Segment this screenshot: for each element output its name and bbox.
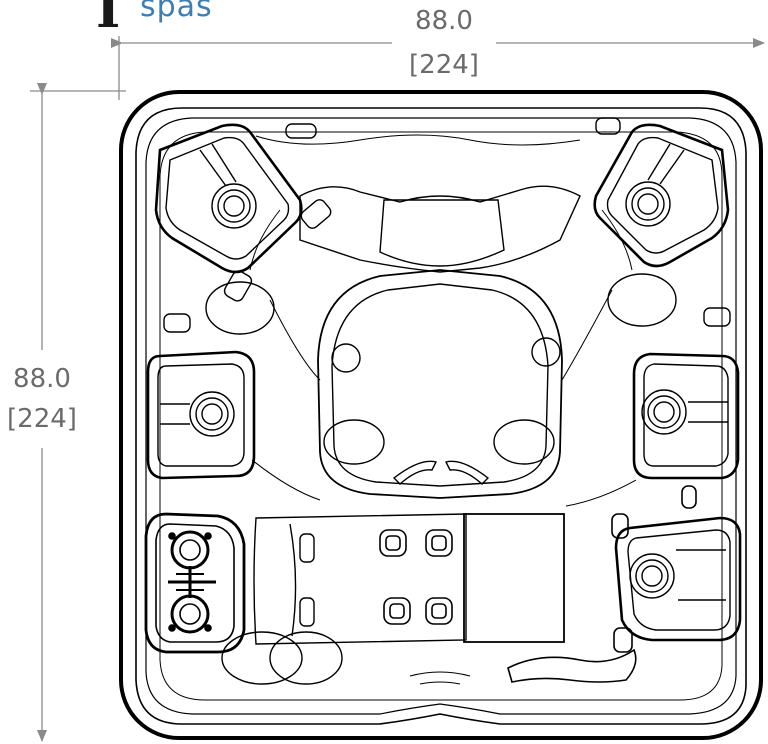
height-dimension-line (30, 83, 126, 742)
spa-outline (119, 90, 763, 740)
seat-top-right (593, 123, 730, 268)
width-dimension-metric: [224] (409, 50, 479, 80)
width-dimension-line (111, 36, 765, 100)
foot-jets (379, 529, 453, 625)
brand-logo-text: spas (140, 0, 213, 24)
seat-right (632, 352, 740, 480)
center-seat (299, 185, 581, 499)
height-dimension-value: 88.0 (13, 364, 71, 394)
height-dimension-metric: [224] (7, 404, 77, 434)
seat-top-left (154, 123, 303, 274)
filter-cluster (144, 512, 246, 654)
contour-lines (249, 134, 637, 685)
footwell (253, 513, 565, 645)
seat-bottom-right (614, 516, 742, 642)
brand-logo-mark: I (96, 0, 121, 40)
width-dimension-value: 88.0 (415, 6, 473, 36)
seat-left (146, 350, 256, 480)
lounge-arm (507, 485, 697, 683)
